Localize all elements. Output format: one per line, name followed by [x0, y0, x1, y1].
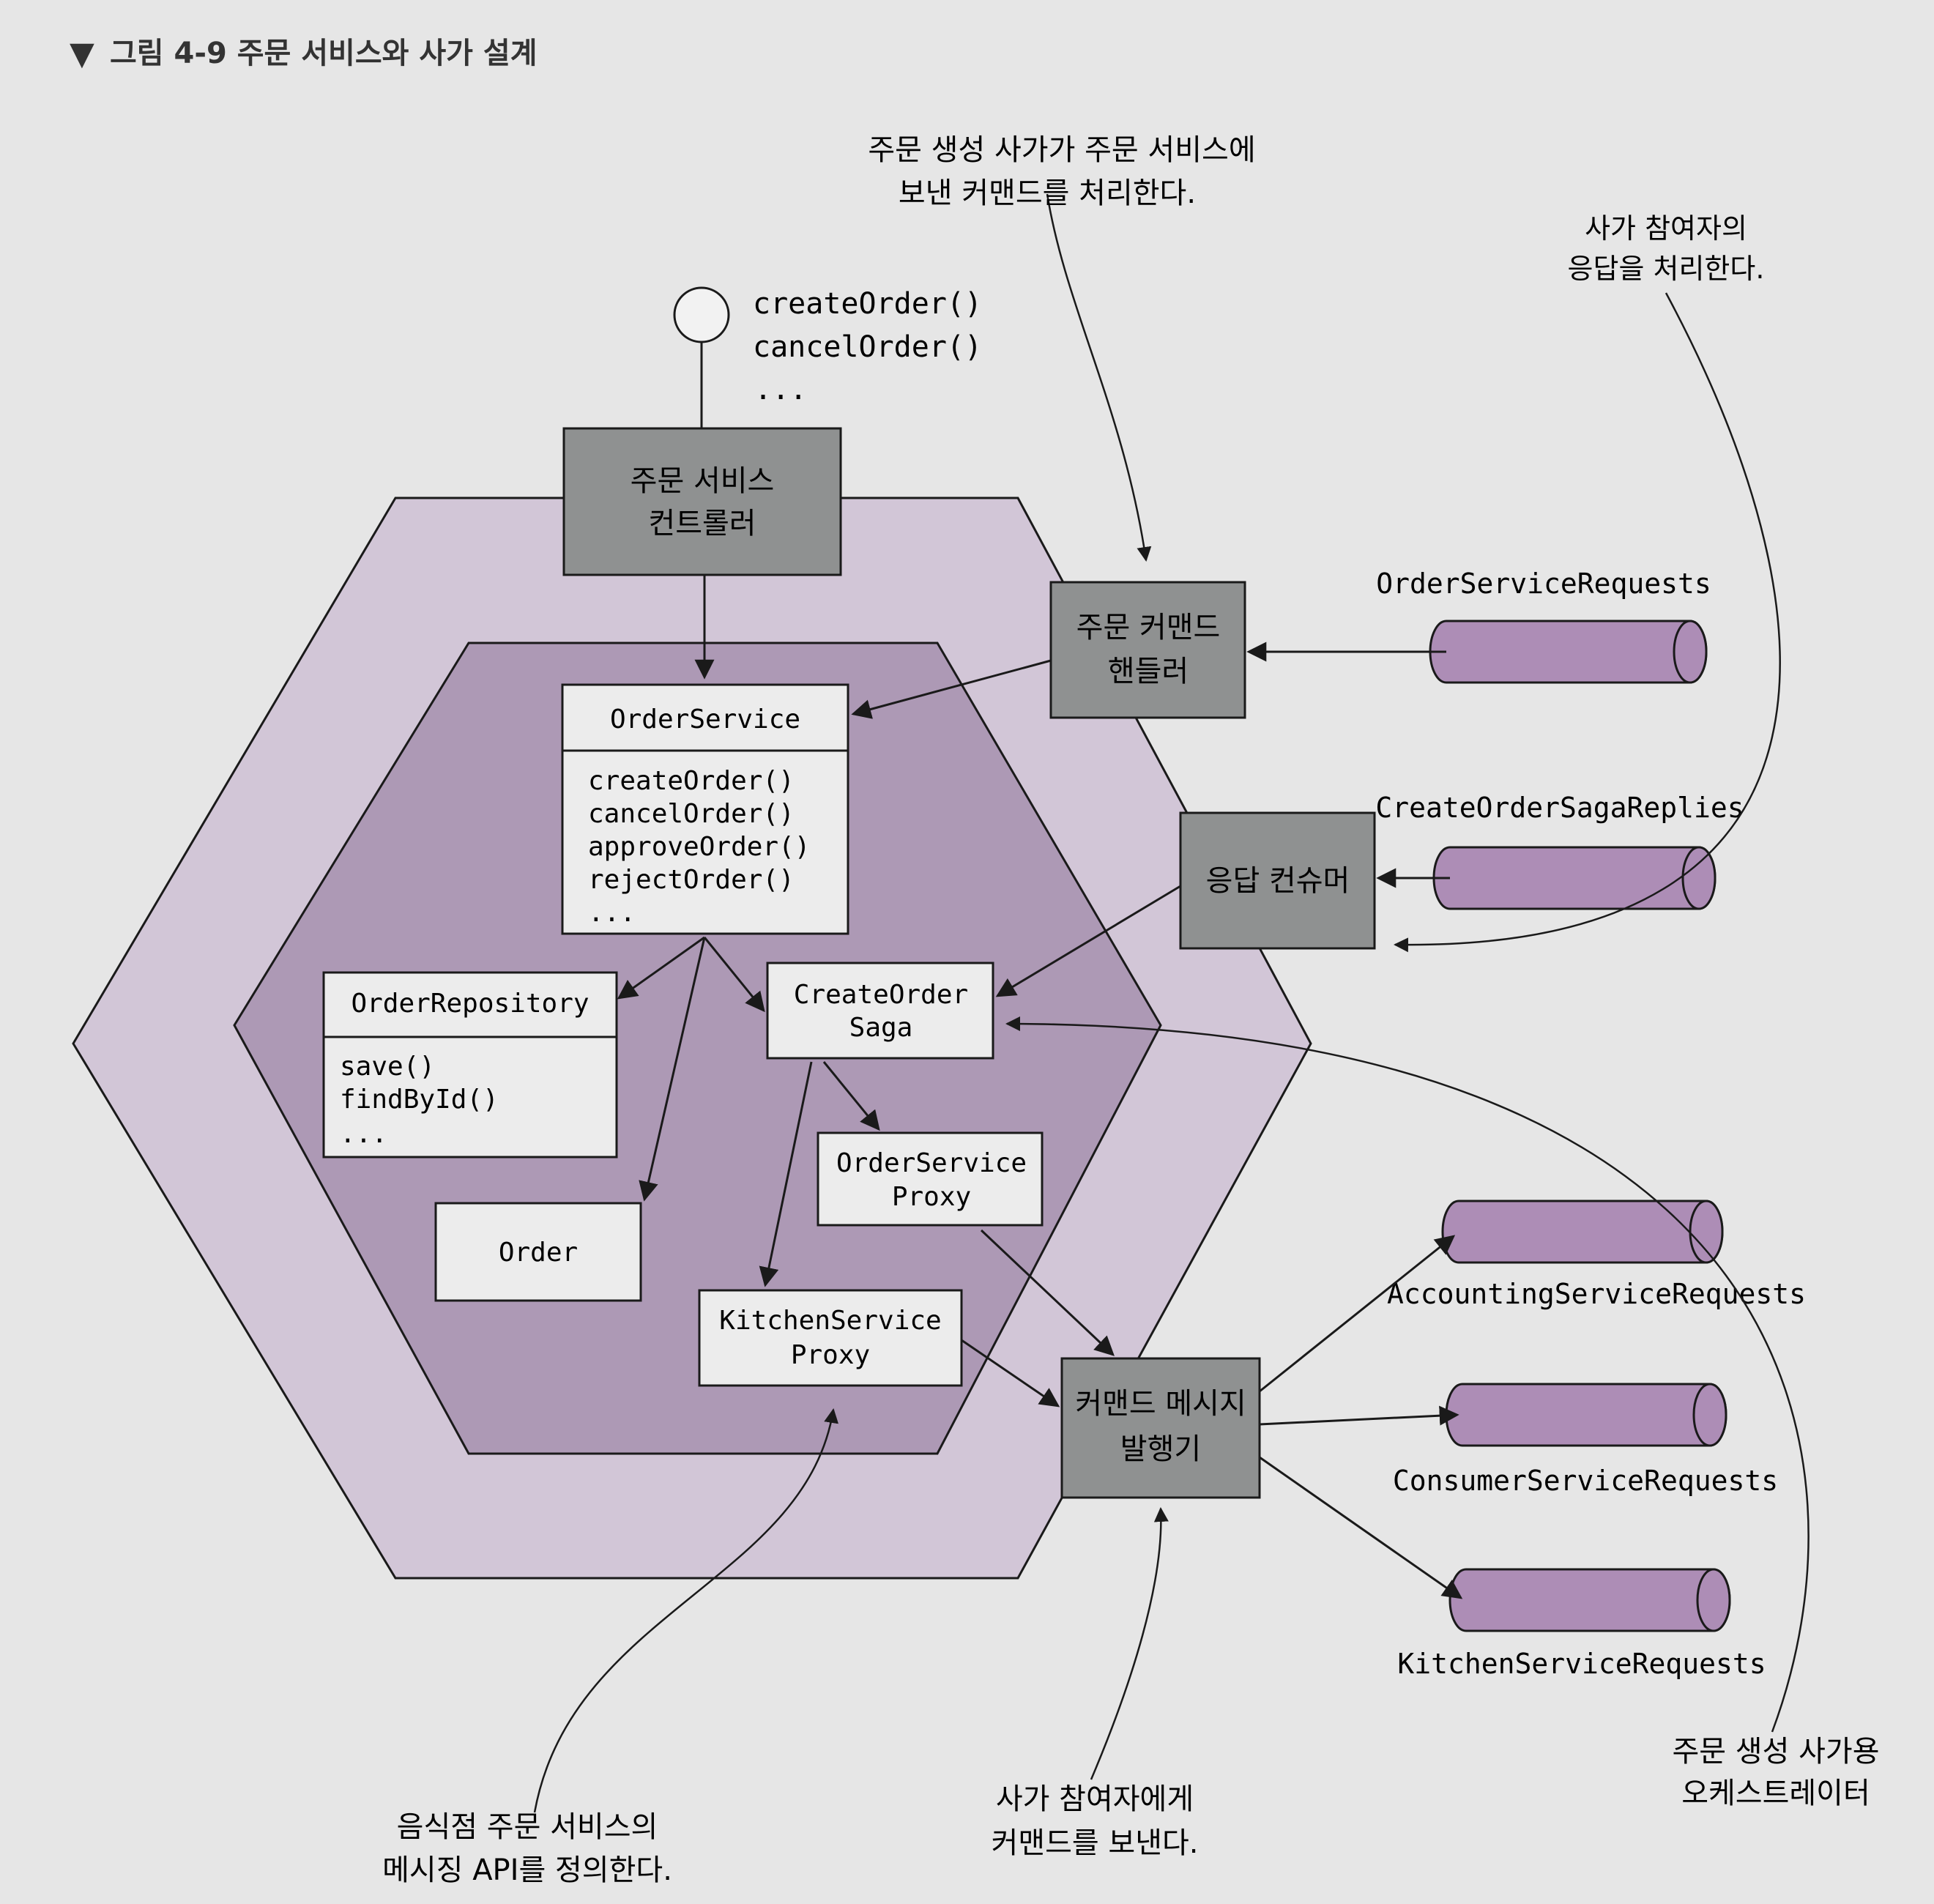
annotation-line: 메시징 API를 정의한다.: [382, 1853, 672, 1887]
channel-label: ConsumerServiceRequests: [1393, 1465, 1778, 1497]
order-service-controller: 주문 서비스 컨트롤러: [562, 427, 842, 576]
order-repository-class: OrderRepository save() findById() ...: [322, 971, 618, 1159]
annotation-line: 오케스트레이터: [1681, 1777, 1870, 1810]
annotation-line: 응답을 처리한다.: [1568, 253, 1765, 285]
order-entity-box: Order: [434, 1202, 642, 1302]
class-method: ...: [340, 1119, 387, 1149]
pointer-handles-participant-replies: [1394, 292, 1781, 953]
interface-method: cancelOrder(): [753, 330, 982, 364]
orderservice-to-repository-arrow: [617, 936, 705, 1000]
class-method: findById(): [340, 1085, 499, 1115]
publisher-to-kitchen-arrow: [1259, 1456, 1463, 1599]
order-service-proxy-box: OrderService Proxy: [817, 1131, 1044, 1227]
handler-label: 주문 커맨드: [1076, 611, 1221, 644]
annotation-line: 주문 생성 사가용: [1672, 1735, 1879, 1769]
interface-method: ...: [754, 373, 807, 406]
proxy-label: KitchenService: [719, 1306, 941, 1336]
create-order-saga-box: CreateOrder Saga: [766, 962, 994, 1060]
handler-label: 핸들러: [1108, 655, 1189, 688]
channel-kitchen-service-requests: KitchenServiceRequests: [1397, 1568, 1766, 1680]
saga-to-kitchen-proxy-arrow: [759, 1061, 813, 1287]
order-service-class: OrderService createOrder() cancelOrder()…: [561, 683, 849, 935]
saga-label: Saga: [849, 1013, 913, 1043]
kitchen-service-proxy-box: KitchenService Proxy: [698, 1289, 963, 1387]
channel-create-order-saga-replies: CreateOrderSagaReplies: [1375, 792, 1744, 910]
channel-label: CreateOrderSagaReplies: [1375, 792, 1744, 824]
title-chevron-icon: ▼: [70, 35, 94, 72]
annotation-line: 사가 참여자에게: [996, 1782, 1194, 1816]
reply-consumer-box: 응답 컨슈머: [1179, 811, 1376, 950]
proxy-label: Proxy: [892, 1182, 971, 1212]
controller-label: 주문 서비스: [631, 464, 775, 498]
class-method: rejectOrder(): [588, 865, 795, 895]
annotation-line: 주문 생성 사가가 주문 서비스에: [868, 133, 1255, 167]
class-name: OrderService: [610, 704, 800, 735]
interface-methods: createOrder() cancelOrder() ...: [753, 287, 982, 406]
figure-title: ▼ 그림 4-9 주문 서비스와 사가 설계: [70, 35, 538, 72]
annotation-handles-participant-replies: 사가 참여자의 응답을 처리한다.: [1568, 212, 1765, 285]
class-method: approveOrder(): [588, 832, 810, 862]
orderservice-proxy-to-publisher-arrow: [980, 1229, 1115, 1356]
annotation-defines-messaging-api: 음식점 주문 서비스의 메시징 API를 정의한다.: [382, 1810, 672, 1887]
annotation-line: 사가 참여자의: [1585, 212, 1747, 245]
annotation-line: 음식점 주문 서비스의: [397, 1810, 658, 1844]
orderservice-to-order-arrow: [639, 937, 706, 1202]
pointer-defines-messaging-api: [533, 1408, 838, 1813]
controller-label: 컨트롤러: [648, 507, 756, 540]
annotation-pointers: [533, 193, 1810, 1813]
annotation-handles-saga-commands: 주문 생성 사가가 주문 서비스에 보낸 커맨드를 처리한다.: [868, 133, 1255, 210]
connector-arrows: [617, 642, 1463, 1599]
publisher-to-accounting-arrow: [1259, 1235, 1456, 1393]
figure-title-text: 그림 4-9 주문 서비스와 사가 설계: [110, 37, 538, 70]
class-name: OrderRepository: [351, 989, 589, 1019]
annotation-line: 보낸 커맨드를 처리한다.: [899, 176, 1196, 210]
annotation-orchestrator: 주문 생성 사가용 오케스트레이터: [1672, 1735, 1879, 1810]
class-method: cancelOrder(): [588, 799, 795, 829]
order-command-handler-box: 주문 커맨드 핸들러: [1049, 581, 1246, 719]
interface-method: createOrder(): [753, 287, 982, 321]
channel-label: AccountingServiceRequests: [1387, 1278, 1806, 1310]
channel-consumer-service-requests: ConsumerServiceRequests: [1393, 1383, 1778, 1497]
channel-order-service-requests: OrderServiceRequests: [1376, 568, 1711, 684]
publisher-to-consumer-arrow: [1259, 1405, 1459, 1426]
publisher-label: 커맨드 메시지: [1075, 1387, 1246, 1421]
command-message-publisher-box: 커맨드 메시지 발행기: [1060, 1357, 1261, 1499]
order-entity-label: Order: [499, 1238, 578, 1268]
proxy-label: OrderService: [836, 1148, 1027, 1178]
orderservice-to-saga-arrow: [703, 937, 765, 1013]
channel-label: OrderServiceRequests: [1376, 568, 1711, 600]
class-method: ...: [588, 898, 636, 928]
channel-label: KitchenServiceRequests: [1397, 1648, 1766, 1680]
annotation-sends-commands: 사가 참여자에게 커맨드를 보낸다.: [991, 1782, 1198, 1860]
consumer-label: 응답 컨슈머: [1206, 864, 1350, 898]
interface-lollipop-icon: [673, 286, 730, 343]
kitchen-proxy-to-publisher-arrow: [961, 1339, 1060, 1407]
class-method: save(): [340, 1052, 435, 1082]
publisher-label: 발행기: [1120, 1432, 1201, 1466]
consumer-to-saga-arrow: [995, 885, 1181, 997]
channel-accounting-service-requests: AccountingServiceRequests: [1387, 1200, 1806, 1310]
pointer-orchestrator: [1005, 1016, 1810, 1733]
pointer-sends-commands: [1090, 1507, 1169, 1780]
pointer-handles-saga-commands: [1046, 193, 1152, 562]
class-method: createOrder(): [588, 766, 795, 796]
handler-to-orderservice-arrow: [851, 659, 1052, 719]
annotation-line: 커맨드를 보낸다.: [991, 1826, 1198, 1860]
saga-to-orderservice-proxy-arrow: [822, 1061, 880, 1131]
proxy-label: Proxy: [791, 1340, 870, 1370]
saga-label: CreateOrder: [794, 980, 968, 1010]
